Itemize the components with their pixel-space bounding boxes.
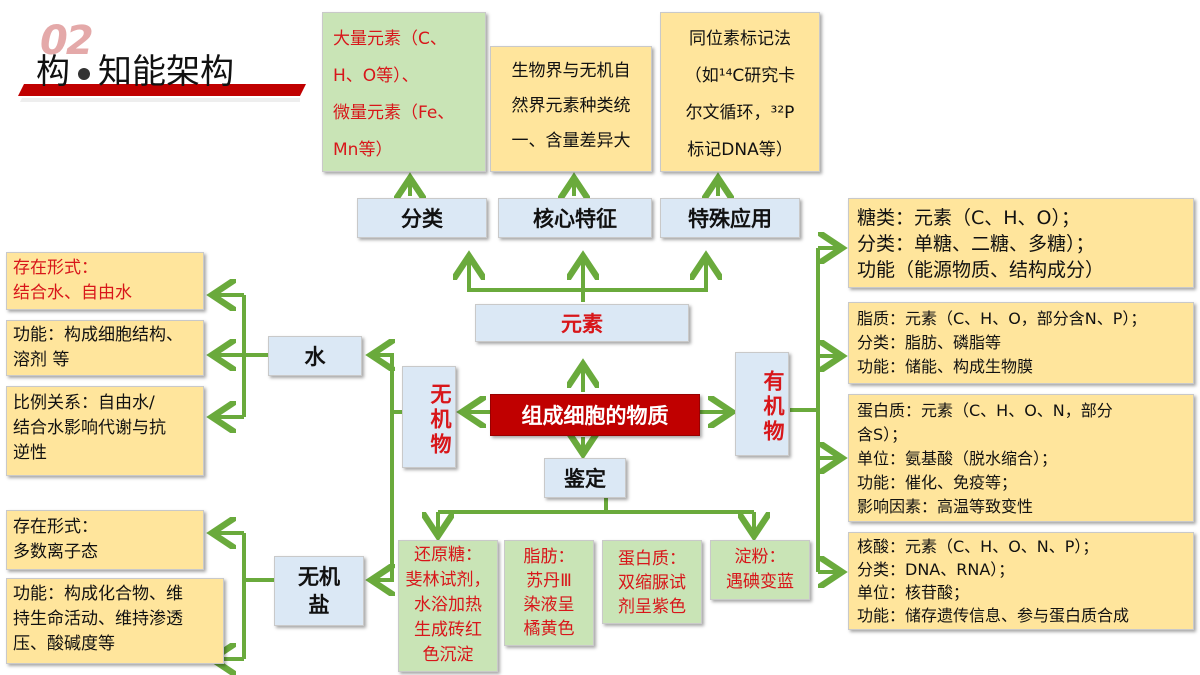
element-application-detail: 同位素标记法 （如¹⁴C研究卡 尔文循环，³²P 标记DNA等） xyxy=(660,12,820,172)
water-node: 水 xyxy=(268,336,362,376)
detail-line: 双缩脲试 xyxy=(618,573,686,593)
detail-line: 功能：构成化合物、维 xyxy=(13,584,183,604)
detail-line: 多数离子态 xyxy=(13,542,98,562)
detail-line: 糖类：元素（C、H、O）； xyxy=(857,207,1081,229)
classification-label: 分类 xyxy=(357,198,487,238)
detail-line: 单位：氨基酸（脱水缩合）； xyxy=(857,449,1058,468)
detail-line: 功能：催化、免疫等； xyxy=(857,473,1018,492)
detail-line: 蛋白质： xyxy=(618,549,686,569)
detail-line: 功能：构成细胞结构、 xyxy=(13,325,183,345)
detail-line: 剂呈紫色 xyxy=(618,597,686,617)
detail-line: 比例关系：自由水/ xyxy=(13,393,155,413)
fat-test: 脂肪： 苏丹Ⅲ 染液呈 橘黄色 xyxy=(504,540,594,646)
page-title-right: 知能架构 xyxy=(98,52,234,92)
detail-line: 存在形式： xyxy=(13,258,98,278)
element-node: 元素 xyxy=(475,304,689,342)
protein-test: 蛋白质： 双缩脲试 剂呈紫色 xyxy=(602,540,702,624)
detail-line: 标记DNA等） xyxy=(687,140,793,160)
detail-line: 持生命活动、维持渗透 xyxy=(13,609,183,629)
detail-line: 功能（能源物质、结构成分） xyxy=(857,259,1105,281)
detail-line: 分类：脂肪、磷脂等 xyxy=(857,333,1002,352)
detail-line: 影响因素：高温等致变性 xyxy=(857,497,1034,516)
water-form-detail: 存在形式： 结合水、自由水 xyxy=(6,252,204,310)
detail-line: 生成砖红 xyxy=(414,620,482,640)
starch-test: 淀粉： 遇碘变蓝 xyxy=(710,540,810,600)
bullet-dot-icon xyxy=(78,67,90,80)
inorganic-node: 无机物 xyxy=(402,366,456,468)
water-ratio-detail: 比例关系：自由水/ 结合水影响代谢与抗 逆性 xyxy=(6,386,204,476)
detail-line: H、O等）、 xyxy=(333,66,419,86)
detail-line: 功能：储能、构成生物膜 xyxy=(857,357,1034,376)
detail-line: 存在形式： xyxy=(13,517,98,537)
detail-line: 逆性 xyxy=(13,443,47,463)
detail-line: 分类：DNA、RNA）； xyxy=(857,560,1015,579)
detail-line: 蛋白质：元素（C、H、O、N，部分 xyxy=(857,401,1113,420)
detail-line: 脂肪： xyxy=(523,547,575,567)
detail-line: 核酸：元素（C、H、O、N、P）； xyxy=(857,537,1099,556)
page-title: 构知能架构 xyxy=(36,52,234,92)
protein-detail: 蛋白质：元素（C、H、O、N，部分 含S）； 单位：氨基酸（脱水缩合）； 功能：… xyxy=(848,394,1194,522)
water-function-detail: 功能：构成细胞结构、 溶剂 等 xyxy=(6,320,204,376)
lipid-detail: 脂质：元素（C、H、O，部分含N、P）； 分类：脂肪、磷脂等 功能：储能、构成生… xyxy=(848,302,1194,384)
detail-line: 分类：单糖、二糖、多糖）； xyxy=(857,233,1095,255)
detail-line: 淀粉： xyxy=(734,547,786,567)
element-feature-detail: 生物界与无机自 然界元素种类统 一、含量差异大 xyxy=(490,46,652,172)
salt-node: 无机盐 xyxy=(274,556,364,626)
detail-line: 单位：核苷酸； xyxy=(857,583,970,602)
detail-line: 结合水、自由水 xyxy=(13,283,132,303)
detail-line: 压、酸碱度等 xyxy=(13,634,115,654)
detail-line: Mn等） xyxy=(333,140,393,160)
detail-line: 遇碘变蓝 xyxy=(726,572,794,592)
special-application-label: 特殊应用 xyxy=(660,198,800,238)
identify-node: 鉴定 xyxy=(544,458,626,498)
detail-line: 染液呈 xyxy=(523,595,575,615)
detail-line: 一、含量差异大 xyxy=(511,131,631,151)
detail-line: 色沉淀 xyxy=(422,645,474,665)
detail-line: 水浴加热 xyxy=(414,595,482,615)
detail-line: 结合水影响代谢与抗 xyxy=(13,418,166,438)
detail-line: 生物界与无机自 xyxy=(511,61,631,81)
element-classification-detail: 大量元素（C、 H、O等）、 微量元素（Fe、 Mn等） xyxy=(322,12,486,172)
nucleic-acid-detail: 核酸：元素（C、H、O、N、P）； 分类：DNA、RNA）； 单位：核苷酸； 功… xyxy=(848,532,1194,630)
detail-line: 还原糖： xyxy=(414,545,482,565)
detail-line: 苏丹Ⅲ xyxy=(526,571,572,591)
page-title-left: 构 xyxy=(36,52,70,92)
core-feature-label: 核心特征 xyxy=(498,198,652,238)
center-node: 组成细胞的物质 xyxy=(490,394,700,436)
detail-line: 溶剂 等 xyxy=(13,350,70,370)
detail-line: （如¹⁴C研究卡 xyxy=(684,66,796,86)
detail-line: 脂质：元素（C、H、O，部分含N、P）； xyxy=(857,309,1147,328)
section-number: 02 xyxy=(40,18,94,64)
detail-line: 含S）； xyxy=(857,425,908,444)
salt-form-detail: 存在形式： 多数离子态 xyxy=(6,510,204,570)
salt-function-detail: 功能：构成化合物、维 持生命活动、维持渗透 压、酸碱度等 xyxy=(6,578,224,664)
detail-line: 同位素标记法 xyxy=(689,29,791,49)
sugar-detail: 糖类：元素（C、H、O）； 分类：单糖、二糖、多糖）； 功能（能源物质、结构成分… xyxy=(848,198,1194,288)
detail-line: 大量元素（C、 xyxy=(333,29,447,49)
detail-line: 微量元素（Fe、 xyxy=(333,103,455,123)
reducing-sugar-test: 还原糖： 斐林试剂， 水浴加热 生成砖红 色沉淀 xyxy=(398,540,498,672)
detail-line: 斐林试剂， xyxy=(405,570,491,590)
detail-line: 尔文循环，³²P xyxy=(685,103,795,123)
detail-line: 橘黄色 xyxy=(523,619,575,639)
detail-line: 功能：储存遗传信息、参与蛋白质合成 xyxy=(857,606,1130,625)
organic-node: 有机物 xyxy=(735,352,789,456)
detail-line: 然界元素种类统 xyxy=(511,96,631,116)
